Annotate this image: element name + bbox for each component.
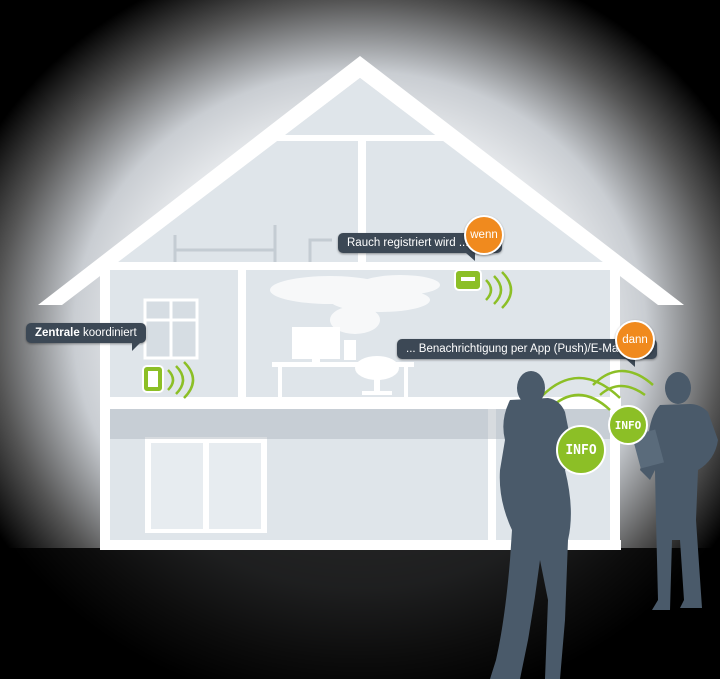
desk — [272, 327, 414, 397]
callout-central-coordinates: Zentrale koordiniert — [26, 323, 146, 351]
badge-wenn: wenn — [464, 215, 504, 255]
attic-bed — [173, 225, 332, 262]
info-bubble-man: INFO — [608, 405, 648, 445]
central-unit — [142, 361, 195, 399]
info-bubble-woman: INFO — [556, 425, 606, 475]
window-left — [143, 298, 199, 360]
ground — [0, 548, 720, 679]
callout-notification: ... Benachrichtigung per App (Push)/E-Ma… — [397, 339, 658, 367]
callout-notification-text: ... Benachrichtigung per App (Push)/E-Ma… — [406, 343, 624, 355]
callout-smoke-detected: Rauch registriert wird ... — [338, 233, 503, 261]
patio-door — [145, 437, 267, 533]
smoke — [270, 275, 440, 334]
callout-central-rest: koordiniert — [79, 327, 137, 339]
woman-silhouette — [490, 371, 575, 679]
callout-smoke-text: Rauch registriert wird ... — [347, 237, 469, 249]
walls — [100, 135, 621, 550]
chair — [355, 356, 399, 395]
callout-central-bold: Zentrale — [35, 327, 80, 339]
badge-dann: dann — [615, 320, 655, 360]
smoke-detector — [454, 269, 513, 309]
